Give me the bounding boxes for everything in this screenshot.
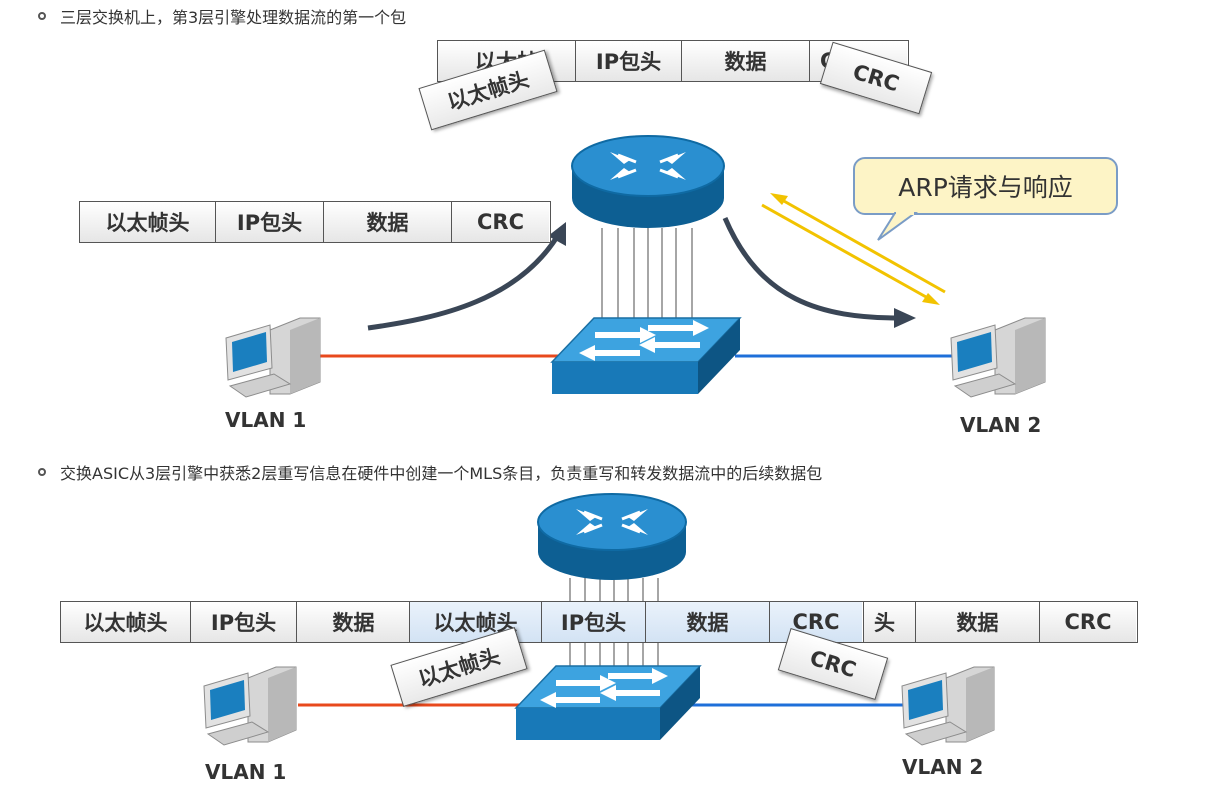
router-icon [571, 135, 725, 228]
flow-arrow-down [722, 217, 901, 321]
bullet-dot [38, 468, 46, 476]
frame-cell-crc: CRC [452, 202, 549, 242]
frame-cell-ip: IP包头 [216, 202, 324, 242]
bullet-dot [38, 12, 46, 20]
vlan1-label-bottom: VLAN 1 [205, 760, 287, 784]
pc-icon-vlan1 [225, 317, 321, 398]
flow-arrow-up [367, 230, 563, 331]
vlan1-label: VLAN 1 [225, 408, 307, 432]
bullet-first: 三层交换机上，第3层引擎处理数据流的第一个包 [38, 4, 406, 28]
frame-cell-crc: CRC [1040, 602, 1136, 642]
switch-icon-bottom [514, 665, 702, 740]
frame-bottom-left: 以太帧头 IP包头 数据 [60, 601, 412, 643]
bullet-first-text: 三层交换机上，第3层引擎处理数据流的第一个包 [60, 8, 407, 27]
bullet-second: 交换ASIC从3层引擎中获悉2层重写信息在硬件中创建一个MLS条目，负责重写和转… [38, 460, 822, 484]
frame-cell-data: 数据 [297, 602, 410, 642]
switch-icon [550, 317, 742, 394]
frame-cell-data: 数据 [916, 602, 1040, 642]
pc-icon-vlan2-bottom [901, 666, 995, 746]
frame-cell-ip: IP包头 [191, 602, 297, 642]
frame-cell-ip: IP包头 [576, 41, 682, 81]
pc-icon-vlan1-bottom [203, 666, 297, 746]
arp-callout: ARP请求与响应 [853, 157, 1118, 215]
frame-left: 以太帧头 IP包头 数据 CRC [79, 201, 551, 243]
frame-cell-eth: 以太帧头 [61, 602, 191, 642]
vlan2-label-bottom: VLAN 2 [902, 755, 984, 779]
router-icon-bottom [537, 493, 687, 580]
arp-callout-text: ARP请求与响应 [898, 173, 1073, 202]
pc-icon-vlan2 [950, 317, 1046, 398]
frame-cell-eth: 以太帧头 [410, 602, 542, 642]
frame-cell-data: 数据 [682, 41, 810, 81]
frame-cell-data: 数据 [324, 202, 452, 242]
arp-arrows [761, 193, 946, 305]
vlan2-label: VLAN 2 [960, 413, 1042, 437]
frame-cell-ip: IP包头 [542, 602, 646, 642]
frame-cell-data: 数据 [646, 602, 770, 642]
bullet-second-text: 交换ASIC从3层引擎中获悉2层重写信息在硬件中创建一个MLS条目，负责重写和转… [60, 464, 823, 483]
frame-cell-eth: 以太帧头 [80, 202, 216, 242]
